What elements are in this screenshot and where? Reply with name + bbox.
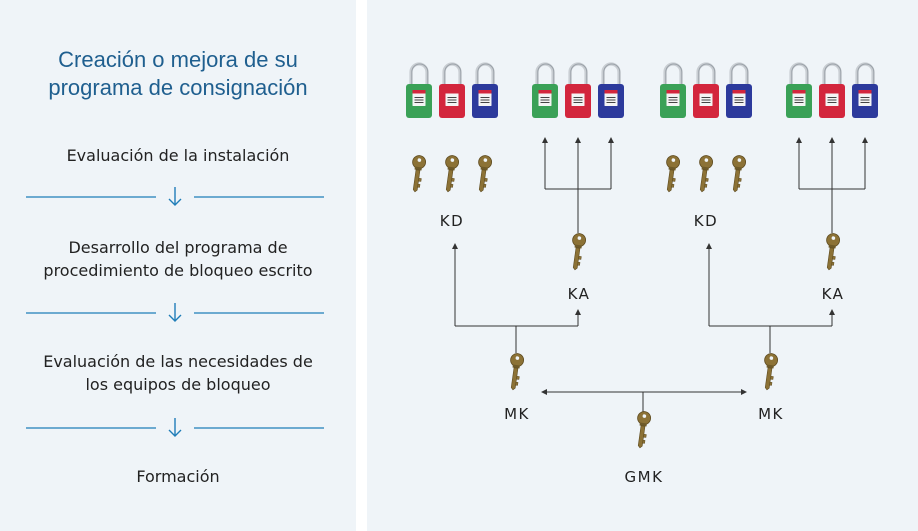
- gmk-key-icon: [633, 410, 652, 450]
- key-icon: [662, 154, 681, 194]
- step-equipment-needs: Evaluación de las necesidades de los equ…: [0, 350, 356, 396]
- key-icon: [441, 154, 460, 194]
- step-2-line-2: procedimiento de bloqueo escrito: [43, 261, 313, 280]
- left-panel: Creación o mejora de su programa de cons…: [0, 0, 356, 531]
- title-line-1: Creación o mejora de su: [58, 47, 298, 72]
- step-4-line-1: Formación: [136, 467, 220, 486]
- padlock-red-icon: [819, 62, 845, 118]
- key-icon: [474, 154, 493, 194]
- mk-key-left-icon: [506, 352, 525, 392]
- padlock-group-3: [660, 62, 752, 118]
- padlock-red-icon: [565, 62, 591, 118]
- kd-keys-right: [662, 154, 747, 194]
- label-gmk: GMK: [625, 468, 664, 486]
- step-2-line-1: Desarrollo del programa de: [68, 238, 288, 257]
- padlock-group-1: [406, 62, 498, 118]
- step-3-line-1: Evaluación de las necesidades de: [43, 352, 313, 371]
- step-facility-evaluation: Evaluación de la instalación: [0, 144, 356, 167]
- padlock-blue-icon: [472, 62, 498, 118]
- title-line-2: programa de consignación: [48, 75, 308, 100]
- padlock-green-icon: [532, 62, 558, 118]
- padlock-blue-icon: [726, 62, 752, 118]
- separator-1: [26, 187, 324, 206]
- separator-3: [26, 418, 324, 437]
- key-icon: [695, 154, 714, 194]
- arrow-heads: [452, 137, 868, 395]
- ka-key-left-icon: [568, 232, 587, 272]
- padlock-red-icon: [439, 62, 465, 118]
- keying-diagram: KD KA KD KA MK MK GMK: [406, 62, 878, 486]
- arrow-down-icon: [168, 418, 182, 437]
- step-program-development: Desarrollo del programa de procedimiento…: [0, 236, 356, 282]
- label-ka-right: KA: [822, 285, 845, 303]
- label-kd-right: KD: [694, 212, 718, 230]
- padlock-group-2: [532, 62, 624, 118]
- padlock-blue-icon: [852, 62, 878, 118]
- mk-key-right-icon: [760, 352, 779, 392]
- step-training: Formación: [0, 465, 356, 488]
- connector-lines: [454, 140, 866, 412]
- padlock-blue-icon: [598, 62, 624, 118]
- key-icon: [728, 154, 747, 194]
- padlock-green-icon: [660, 62, 686, 118]
- separator-2: [26, 303, 324, 322]
- arrow-down-icon: [168, 303, 182, 322]
- padlock-group-4: [786, 62, 878, 118]
- padlock-green-icon: [406, 62, 432, 118]
- label-ka-left: KA: [568, 285, 591, 303]
- padlock-green-icon: [786, 62, 812, 118]
- page-title: Creación o mejora de su programa de cons…: [0, 46, 356, 102]
- ka-key-right-icon: [822, 232, 841, 272]
- padlock-red-icon: [693, 62, 719, 118]
- label-mk-right: MK: [758, 405, 784, 423]
- label-kd-left: KD: [440, 212, 464, 230]
- step-1-line-1: Evaluación de la instalación: [66, 146, 290, 165]
- key-icon: [408, 154, 427, 194]
- kd-keys-left: [408, 154, 493, 194]
- label-mk-left: MK: [504, 405, 530, 423]
- arrow-down-icon: [168, 187, 182, 206]
- step-3-line-2: los equipos de bloqueo: [85, 375, 271, 394]
